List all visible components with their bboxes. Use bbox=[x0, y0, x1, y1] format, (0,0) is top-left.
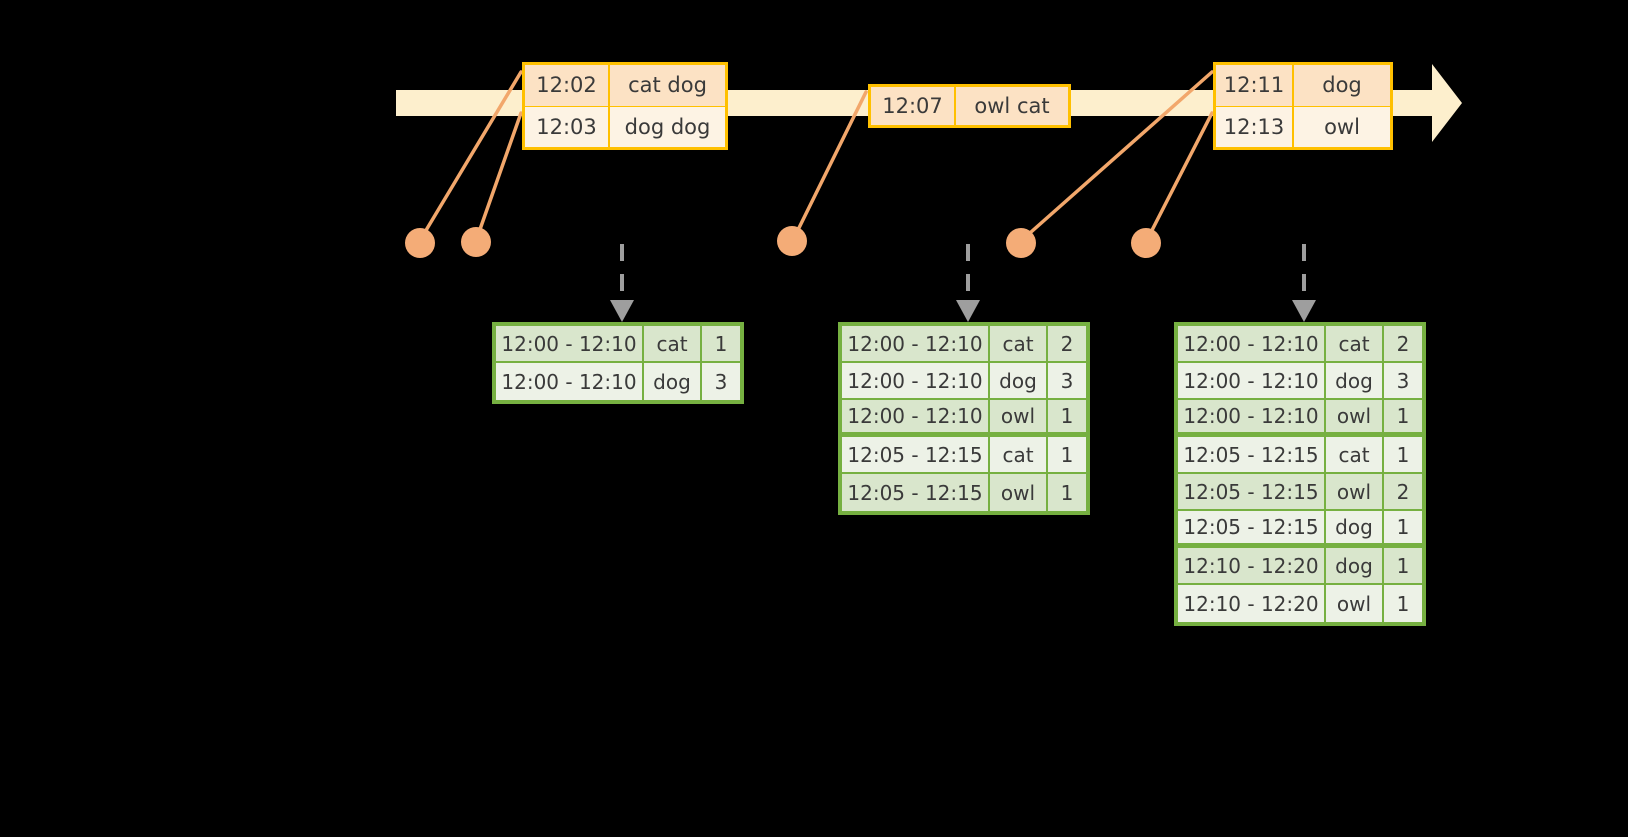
cell-window: 12:10 - 12:20 bbox=[1178, 585, 1326, 622]
dashed-arrow-3 bbox=[1292, 244, 1316, 322]
cell-window: 12:00 - 12:10 bbox=[842, 400, 990, 432]
event-time: 12:11 bbox=[1216, 65, 1294, 106]
connector-dots bbox=[405, 226, 1161, 258]
cell-key: dog bbox=[1326, 548, 1384, 583]
cell-count: 2 bbox=[1048, 326, 1086, 361]
event-value: owl cat bbox=[974, 94, 1050, 118]
cell-key: cat bbox=[644, 326, 702, 361]
cell-key: cat bbox=[990, 437, 1048, 472]
cell-key: owl bbox=[990, 400, 1048, 432]
connector-dot-3 bbox=[777, 226, 807, 256]
cell-count: 1 bbox=[1384, 400, 1422, 432]
cell-count: 1 bbox=[1384, 585, 1422, 622]
cell-window: 12:10 - 12:20 bbox=[1178, 548, 1326, 583]
cell-count: 1 bbox=[1048, 400, 1086, 432]
cell-count: 3 bbox=[1048, 363, 1086, 398]
cell-window: 12:00 - 12:10 bbox=[1178, 326, 1326, 361]
event-box-1[interactable]: 12:02 cat dog 12:03 dog dog bbox=[522, 62, 728, 150]
cell-count: 1 bbox=[1384, 511, 1422, 543]
connector-line-5 bbox=[1145, 111, 1214, 242]
dashed-arrows bbox=[610, 244, 1316, 322]
event-value: dog bbox=[1322, 73, 1362, 98]
connector-line-3 bbox=[792, 90, 868, 240]
event-row[interactable]: 12:13 owl bbox=[1216, 106, 1390, 147]
event-row[interactable]: 12:11 dog bbox=[1216, 65, 1390, 107]
cell-key: owl bbox=[1326, 400, 1384, 432]
event-row[interactable]: 12:07 owl cat bbox=[871, 87, 1068, 125]
cell-count: 2 bbox=[1384, 326, 1422, 361]
cell-window: 12:05 - 12:15 bbox=[1178, 437, 1326, 472]
cell-key: dog bbox=[1326, 511, 1384, 543]
event-box-3[interactable]: 12:11 dog 12:13 owl bbox=[1213, 62, 1393, 150]
connector-line-1 bbox=[420, 70, 523, 239]
event-value: dog dog bbox=[624, 114, 711, 139]
cell-window: 12:05 - 12:15 bbox=[1178, 511, 1326, 543]
cell-count: 1 bbox=[1384, 437, 1422, 472]
cell-window: 12:00 - 12:10 bbox=[1178, 363, 1326, 398]
cell-window: 12:00 - 12:10 bbox=[842, 326, 990, 361]
cell-key: owl bbox=[1326, 474, 1384, 509]
cell-key: owl bbox=[990, 474, 1048, 511]
cell-count: 3 bbox=[1384, 363, 1422, 398]
cell-count: 1 bbox=[702, 326, 740, 361]
cell-key: cat bbox=[1326, 326, 1384, 361]
cell-key: cat bbox=[1326, 437, 1384, 472]
cell-key: dog bbox=[644, 363, 702, 400]
connector-dot-4 bbox=[1006, 228, 1036, 258]
connector-line-2 bbox=[476, 111, 523, 237]
event-time: 12:03 bbox=[525, 106, 610, 147]
cell-count: 1 bbox=[1384, 548, 1422, 583]
event-value: cat dog bbox=[628, 73, 707, 98]
connector-dot-2 bbox=[461, 227, 491, 257]
dashed-arrow-2 bbox=[956, 244, 980, 322]
cell-key: cat bbox=[990, 326, 1048, 361]
cell-window: 12:00 - 12:10 bbox=[496, 326, 644, 361]
event-value: owl bbox=[1324, 114, 1360, 139]
cell-window: 12:05 - 12:15 bbox=[842, 474, 990, 511]
cell-window: 12:05 - 12:15 bbox=[842, 437, 990, 472]
cell-window: 12:05 - 12:15 bbox=[1178, 474, 1326, 509]
cell-window: 12:00 - 12:10 bbox=[842, 363, 990, 398]
connector-dot-5 bbox=[1131, 228, 1161, 258]
cell-count: 1 bbox=[1048, 474, 1086, 511]
cell-count: 3 bbox=[702, 363, 740, 400]
cell-key: dog bbox=[990, 363, 1048, 398]
cell-count: 1 bbox=[1048, 437, 1086, 472]
cell-window: 12:00 - 12:10 bbox=[496, 363, 644, 400]
event-box-2[interactable]: 12:07 owl cat bbox=[868, 84, 1071, 128]
cell-key: dog bbox=[1326, 363, 1384, 398]
event-row[interactable]: 12:03 dog dog bbox=[525, 106, 725, 147]
cell-window: 12:00 - 12:10 bbox=[1178, 400, 1326, 432]
cell-key: owl bbox=[1326, 585, 1384, 622]
event-row[interactable]: 12:02 cat dog bbox=[525, 65, 725, 107]
event-time: 12:13 bbox=[1216, 106, 1294, 147]
event-time: 12:02 bbox=[525, 65, 610, 106]
event-time: 12:07 bbox=[871, 87, 956, 125]
dashed-arrow-1 bbox=[610, 244, 634, 322]
cell-count: 2 bbox=[1384, 474, 1422, 509]
connector-dot-1 bbox=[405, 228, 435, 258]
